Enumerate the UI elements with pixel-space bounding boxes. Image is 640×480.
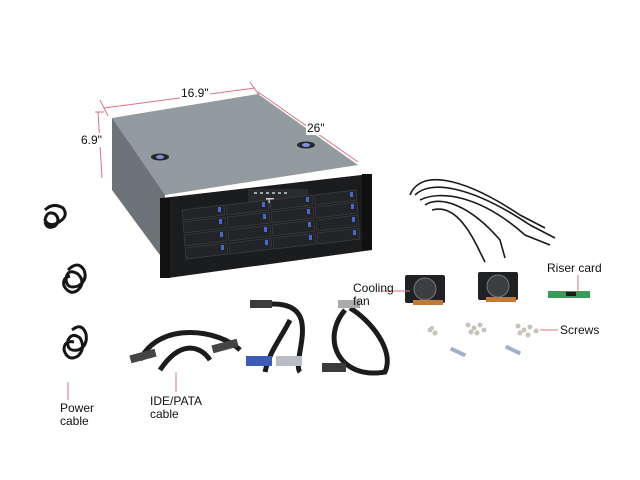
brackets bbox=[449, 344, 522, 358]
chassis-top bbox=[112, 94, 358, 195]
width-dimension-label: 16.9" bbox=[180, 86, 210, 100]
power-cables bbox=[43, 203, 88, 360]
riser-card-label: Riser card bbox=[547, 261, 602, 275]
chassis-side bbox=[112, 118, 165, 262]
leader-lines bbox=[67, 275, 579, 400]
screws bbox=[427, 322, 539, 338]
drive-bays bbox=[181, 189, 361, 260]
cooling-fan-label: Cooling fan bbox=[353, 281, 394, 308]
depth-dimension-label: 26" bbox=[306, 121, 326, 135]
power-cable-label: Power cable bbox=[60, 401, 95, 428]
cooling-fans bbox=[405, 272, 518, 305]
height-dimension-label: 6.9" bbox=[80, 133, 103, 147]
ide-pata-cable-label: IDE/PATA cable bbox=[150, 394, 203, 421]
ide-connectors bbox=[129, 300, 360, 372]
signal-cables bbox=[409, 178, 556, 263]
screws-label: Screws bbox=[560, 323, 600, 337]
